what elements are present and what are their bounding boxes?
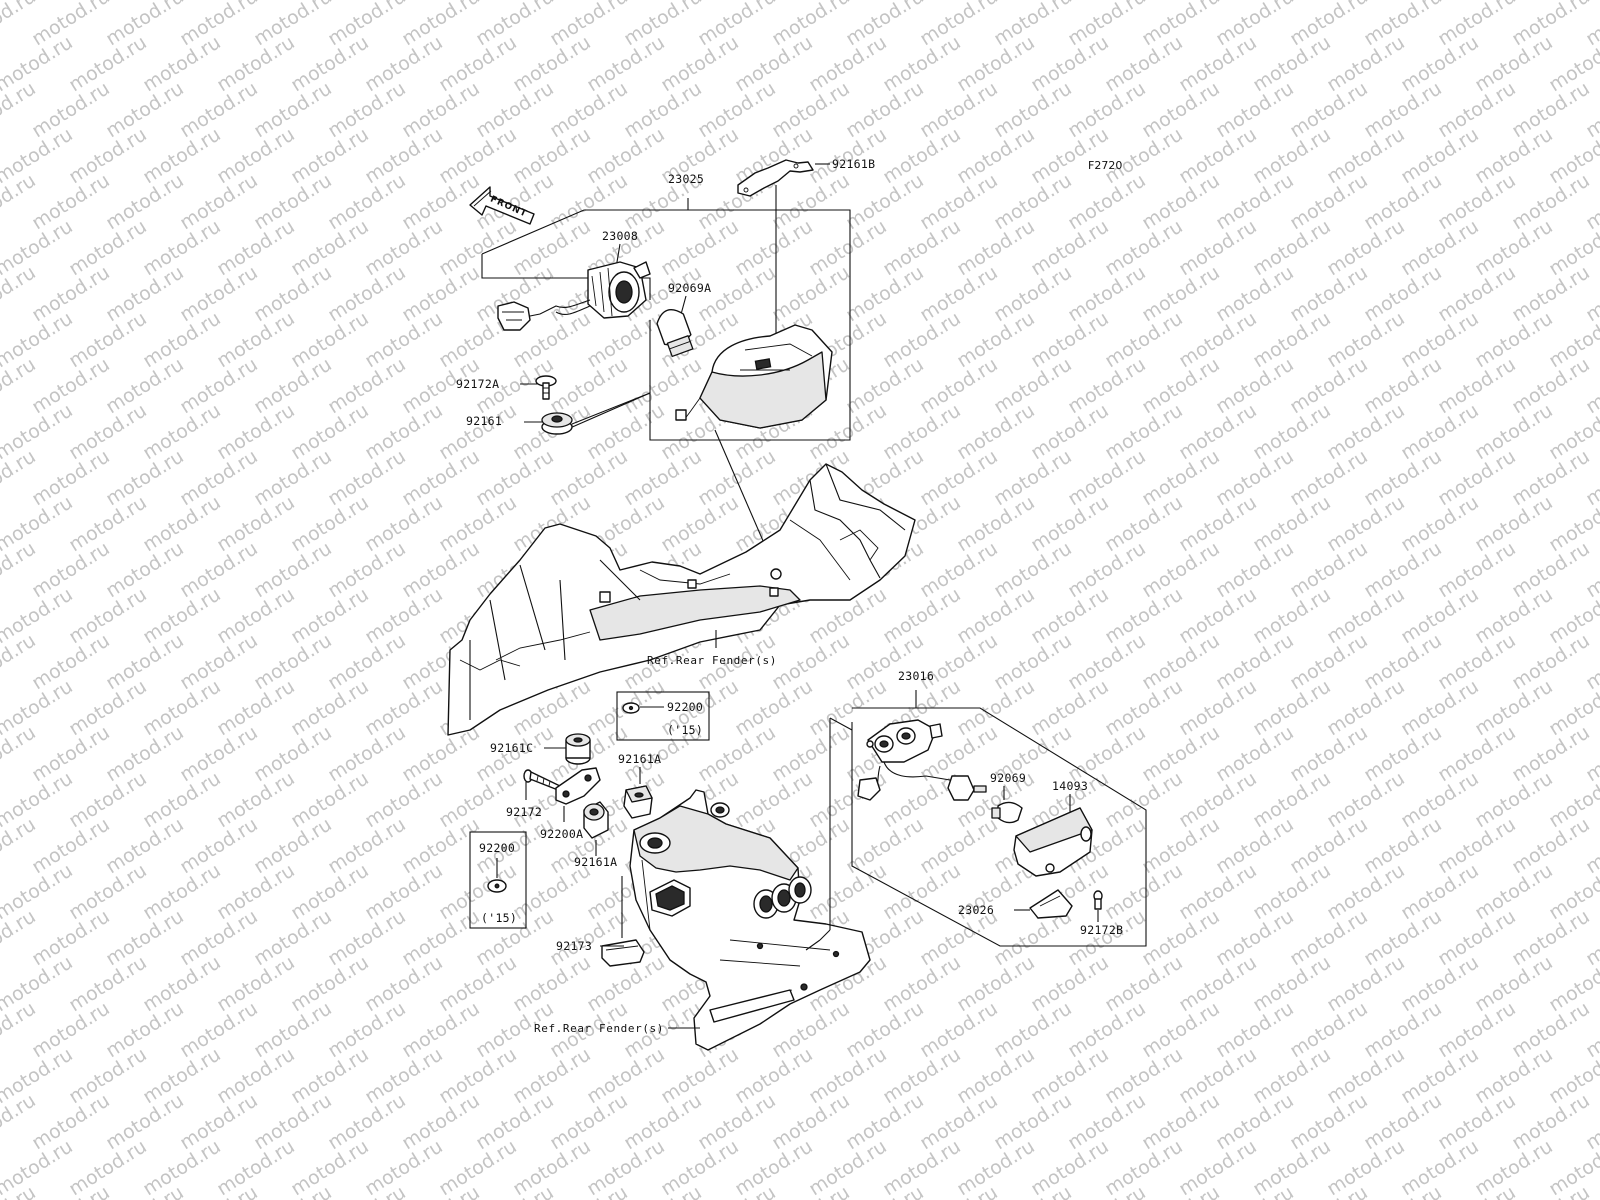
damper-92161a-lower xyxy=(583,801,609,839)
license-light-assembly-group: 23016 92069 xyxy=(819,669,1147,947)
label-92200-top-note: ('15) xyxy=(667,723,703,737)
label-23016: 23016 xyxy=(898,669,934,683)
rear-fender-lower-license-bracket xyxy=(629,789,871,1051)
label-92172: 92172 xyxy=(506,805,542,819)
ref-rear-fender-upper: Ref.Rear Fender(s) xyxy=(647,654,777,667)
label-92200-left-note: ('15) xyxy=(481,911,517,925)
label-92173: 92173 xyxy=(556,939,592,953)
bracket-92161b xyxy=(737,159,814,197)
bulb-92069 xyxy=(991,801,1023,824)
label-92161: 92161 xyxy=(466,414,502,428)
label-92069: 92069 xyxy=(990,771,1026,785)
label-14093: 14093 xyxy=(1052,779,1088,793)
damper-92161a-upper xyxy=(623,785,653,819)
label-23008: 23008 xyxy=(602,229,638,243)
label-92200a: 92200A xyxy=(540,827,583,841)
label-92161a-upper: 92161A xyxy=(618,752,661,766)
rear-fender-upper xyxy=(447,463,916,736)
label-92069a: 92069A xyxy=(668,281,711,295)
bulb-92069a xyxy=(656,309,694,358)
label-92200-left: 92200 xyxy=(479,841,515,855)
ref-rear-fender-lower: Ref.Rear Fender(s) xyxy=(534,1022,664,1035)
label-92161b: 92161B xyxy=(832,157,875,171)
socket-23008 xyxy=(497,261,651,331)
label-92161a-lower: 92161A xyxy=(574,855,617,869)
washer-box-left: 92200 ('15) xyxy=(469,831,527,929)
tail-light-housing xyxy=(675,324,833,429)
damper-92161c xyxy=(565,733,591,765)
screw-92172b xyxy=(1093,890,1103,910)
socket-23026 xyxy=(1029,889,1073,919)
front-arrow-icon: FRONT xyxy=(469,186,535,225)
damper-92161 xyxy=(541,412,573,435)
screw-92172a xyxy=(535,375,557,400)
label-23025: 23025 xyxy=(668,172,704,186)
label-92172b: 92172B xyxy=(1080,923,1123,937)
label-23026: 23026 xyxy=(958,903,994,917)
figure-number: F2720 xyxy=(1088,159,1122,172)
washer-box-top: 92200 ('15) xyxy=(616,691,710,741)
label-92200-top: 92200 xyxy=(667,700,703,714)
license-socket-housing xyxy=(866,719,943,763)
label-92172a: 92172A xyxy=(456,377,499,391)
lens-14093 xyxy=(1013,807,1093,877)
cap-92173 xyxy=(601,939,645,967)
label-92161c: 92161C xyxy=(490,741,533,755)
tail-light-assembly-group: 23025 92161B 23008 xyxy=(456,157,875,581)
plate-92200a xyxy=(555,767,601,805)
screw-92172 xyxy=(523,769,561,791)
